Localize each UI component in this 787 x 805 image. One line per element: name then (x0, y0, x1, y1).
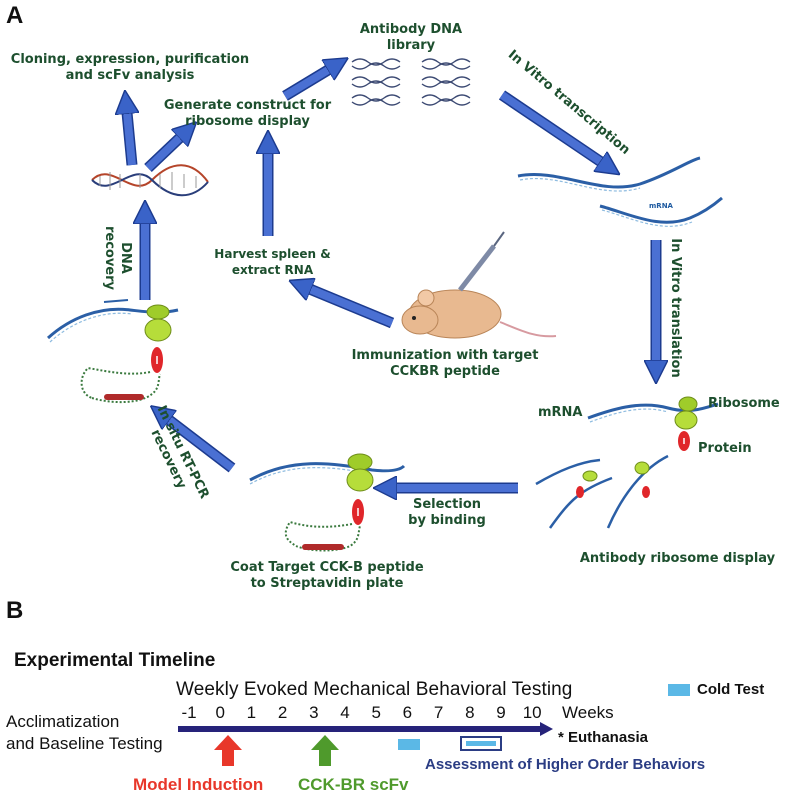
tick-label: 3 (309, 703, 319, 722)
legend-cold-test-swatch (668, 684, 690, 696)
arrow-rtpcr-up-left (160, 413, 236, 473)
mrna-wave-icon (517, 156, 723, 227)
panel-a-label: A (6, 2, 24, 29)
tick-label: 5 (371, 703, 381, 722)
harvest-line2: extract RNA (231, 263, 314, 277)
arrow-construct-to-library (282, 64, 338, 101)
arrow-library-to-transcription-right (498, 90, 610, 168)
tick-label: 0 (215, 703, 225, 722)
immunization-line1: Immunization with target (351, 348, 539, 363)
cloning-label: Cloning, expression, purification and sc… (10, 52, 250, 84)
tick-label: 1 (246, 703, 257, 722)
dna-recovery-line2: recovery (102, 225, 117, 291)
left-ribosome-complex-icon (46, 299, 179, 404)
dna-library-icon (351, 58, 471, 106)
model-induction-label: Model Induction (133, 775, 264, 794)
selection-line1: Selection (412, 497, 481, 512)
weeks-label: Weeks (562, 703, 614, 722)
timeline-graphics (178, 684, 690, 766)
harvest-label: Harvest spleen & extract RNA (210, 246, 335, 278)
tick-label: 7 (433, 703, 444, 722)
mouse-syringe-icon (401, 231, 557, 339)
higher-order-marker (460, 736, 502, 751)
in-vitro-translation-label: In Vitro translation (668, 238, 683, 378)
dna-recovery-line1: DNA (118, 242, 133, 274)
timeline-title: Experimental Timeline (14, 650, 216, 671)
cold-test-label: Cold Test (697, 681, 765, 698)
plate-ribosome-complex-icon (249, 453, 406, 552)
tick-label: 2 (277, 703, 288, 722)
selection-line2: by binding (408, 513, 486, 528)
dna-recovery-label: DNA recovery (101, 213, 133, 303)
tick-label: 6 (402, 703, 413, 722)
generate-construct-line1: Generate construct for (163, 98, 332, 113)
ribosome-protein-icon (587, 396, 719, 451)
arrow-to-cloning-up (126, 102, 132, 166)
model-induction-arrow (214, 735, 242, 766)
antibody-ribosome-display-label: Antibody ribosome display (579, 551, 776, 566)
weekly-testing-label: Weekly Evoked Mechanical Behavioral Test… (176, 679, 573, 700)
tick-label: 8 (465, 703, 475, 722)
immunization-label: Immunization with target CCKBR peptide (345, 348, 545, 380)
coat-line1: Coat Target CCK-B peptide (230, 560, 424, 575)
acclimatization-label: Acclimatization and Baseline Testing (6, 711, 163, 755)
arrow-immunization-to-harvest (300, 285, 395, 329)
immunization-line2: CCKBR peptide (390, 364, 500, 379)
antibody-ribosome-display-icon (535, 454, 669, 529)
acclimatization-line2: and Baseline Testing (6, 734, 163, 753)
arrow-to-construct (144, 130, 188, 172)
coat-label: Coat Target CCK-B peptide to Streptavidi… (212, 560, 442, 592)
euthanasia-label: * Euthanasia (558, 729, 649, 746)
acclimatization-line1: Acclimatization (6, 712, 120, 731)
tick-label: -1 (181, 703, 197, 722)
tick-label: 9 (496, 703, 506, 722)
coat-line2: to Streptavidin plate (250, 576, 404, 591)
scfv-label: CCK-BR scFv (298, 775, 409, 794)
protein-label: Protein (698, 441, 752, 456)
generate-construct-label: Generate construct for ribosome display (155, 98, 340, 130)
timeline-arrowhead (540, 722, 553, 736)
scfv-arrow (311, 735, 339, 766)
generate-construct-line2: ribosome display (185, 114, 310, 129)
selection-label: Selection by binding (392, 497, 502, 529)
tick-label: 4 (340, 703, 350, 722)
panel-b-label: B (6, 597, 24, 624)
cloning-label-line1: Cloning, expression, purification (10, 52, 250, 67)
antibody-library-label: Antibody DNA library (359, 22, 463, 53)
higher-order-label: Assessment of Higher Order Behaviors (425, 756, 706, 773)
dna-helix-icon (91, 164, 209, 197)
mrna-label: mRNA (538, 405, 583, 420)
ribosome-label: Ribosome (708, 396, 780, 411)
cycle-arrows (126, 64, 656, 488)
tick-label: 10 (522, 703, 542, 722)
cloning-label-line2: and scFv analysis (65, 68, 195, 83)
cold-test-marker-week6 (398, 739, 420, 750)
harvest-line1: Harvest spleen & (214, 247, 331, 261)
mrna-small-label: mRNA (649, 202, 673, 210)
